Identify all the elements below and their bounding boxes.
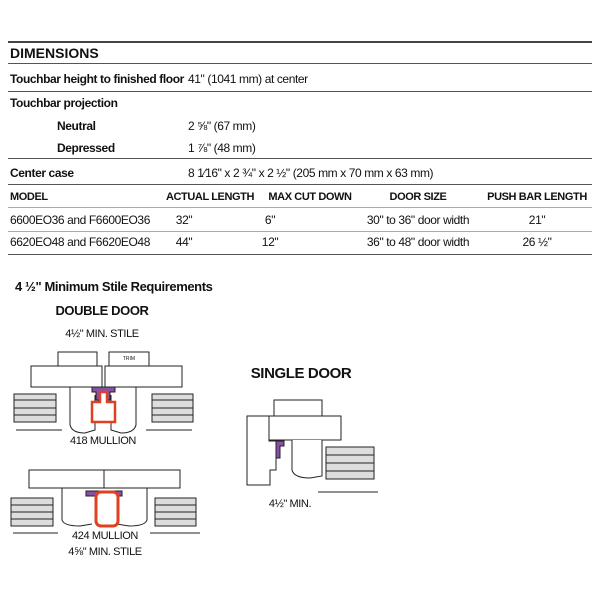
neutral-value: 2 ⅝" (67 mm) [188, 119, 256, 133]
cell-door-size: 36" to 48" door width [366, 235, 470, 249]
rule [8, 41, 592, 43]
min-stile-top-label: 4½" MIN. STILE [65, 328, 139, 340]
rule [8, 207, 592, 208]
projection-label: Touchbar projection [10, 96, 118, 110]
cell-model: 6620EO48 and F6620EO48 [10, 235, 150, 249]
mullion-418-label: 418 MULLION [70, 435, 136, 447]
header-max-cut-down: MAX CUT DOWN [268, 191, 352, 203]
depressed-value: 1 ⅞" (48 mm) [188, 141, 256, 155]
double-door-label: DOUBLE DOOR [55, 303, 149, 318]
center-case-label: Center case [10, 166, 74, 180]
cell-model: 6600EO36 and F6600EO36 [10, 213, 150, 227]
header-door-size: DOOR SIZE [389, 191, 447, 203]
cell-actual-length: 44" [175, 235, 193, 249]
min-stile-424-label: 4⅝" MIN. STILE [68, 546, 142, 558]
cell-push-bar-length: 26 ½" [522, 235, 552, 249]
header-push-bar-length: PUSH BAR LENGTH [487, 191, 587, 203]
cell-push-bar-length: 21" [528, 213, 546, 227]
depressed-label: Depressed [57, 141, 115, 155]
cell-max-cut-down: 6" [264, 213, 276, 227]
rule [8, 231, 592, 232]
cell-max-cut-down: 12" [261, 235, 279, 249]
rule [8, 158, 592, 159]
double-door-424-drawing [10, 469, 200, 534]
rule [8, 254, 592, 255]
single-door-label: SINGLE DOOR [250, 365, 352, 382]
header-actual-length: ACTUAL LENGTH [165, 191, 255, 203]
rule [8, 91, 592, 92]
double-door-418-drawing [13, 351, 194, 434]
center-case-value: 8 1⁄16" x 2 ¾" x 2 ½" (205 mm x 70 mm x … [188, 166, 434, 180]
touchbar-height-value: 41" (1041 mm) at center [188, 72, 308, 86]
cell-actual-length: 32" [175, 213, 193, 227]
rule [8, 63, 592, 64]
header-model: MODEL [10, 191, 48, 203]
stile-title: 4 ½" Minimum Stile Requirements [15, 279, 213, 294]
single-door-drawing [246, 399, 378, 493]
touchbar-height-label: Touchbar height to finished floor [10, 72, 184, 86]
single-min-label: 4½" MIN. [268, 498, 312, 510]
neutral-label: Neutral [57, 119, 96, 133]
dimensions-title: DIMENSIONS [10, 45, 99, 61]
mullion-424-label: 424 MULLION [72, 530, 138, 542]
cell-door-size: 30" to 36" door width [366, 213, 470, 227]
trim-label: TRIM [122, 356, 136, 362]
rule [8, 184, 592, 185]
